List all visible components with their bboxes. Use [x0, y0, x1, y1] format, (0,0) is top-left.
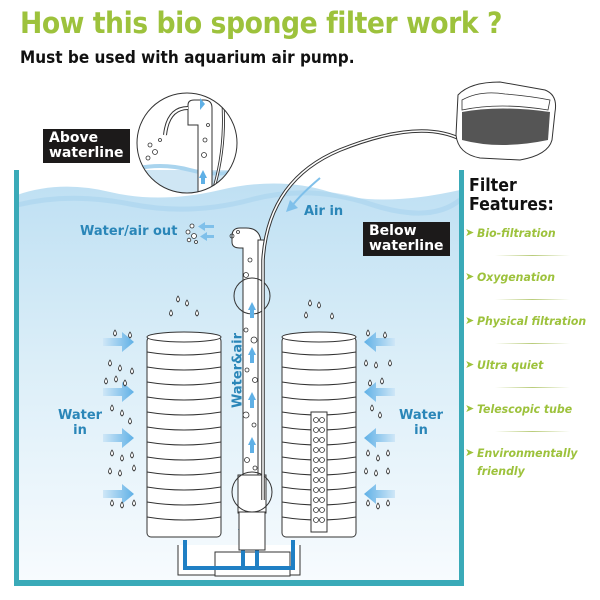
water-and-air-label: Water&air: [230, 332, 246, 409]
feature-item: ➤ Oxygenation: [463, 268, 600, 312]
below-waterline-line1: Below: [369, 223, 417, 239]
feature-divider: [495, 387, 570, 388]
features-title-line1: Filter: [469, 175, 517, 196]
features-title-line2: Features:: [469, 194, 554, 215]
below-waterline-line2: waterline: [369, 238, 444, 254]
air-pump-icon: [455, 81, 556, 161]
features-list: ➤ Bio-filtration ➤ Oxygenation ➤ Physica…: [463, 224, 600, 488]
left-sponge-icon: [146, 331, 222, 538]
right-water-in-line2: in: [414, 423, 428, 438]
bottom-tube: [177, 520, 301, 577]
feature-divider: [495, 299, 570, 300]
feature-divider: [495, 343, 570, 344]
page-title: How this bio sponge filter work ?: [20, 6, 502, 40]
feature-divider: [495, 255, 570, 256]
right-water-in-line1: Water: [398, 408, 444, 423]
feature-item: ➤ Telescopic tube: [463, 400, 600, 444]
feature-item: ➤ Physical filtration: [463, 312, 600, 356]
bullet-arrow-icon: ➤: [465, 359, 475, 371]
feature-item: ➤ Ultra quiet: [463, 356, 600, 400]
right-sponge-icon: [281, 331, 357, 538]
feature-label: Bio-filtration: [477, 226, 556, 240]
feature-label: Physical filtration: [477, 314, 587, 328]
above-waterline-line1: Above: [49, 130, 99, 146]
right-water-in-label: Water in: [396, 408, 446, 438]
tank-wall: [14, 170, 464, 586]
above-waterline-label: Above waterline: [43, 129, 130, 163]
below-waterline-label: Below waterline: [363, 222, 450, 256]
bullet-arrow-icon: ➤: [465, 403, 475, 415]
feature-item: ➤ Environmentally friendly: [463, 444, 600, 488]
bullet-arrow-icon: ➤: [465, 227, 475, 239]
feature-label: Environmentally: [477, 446, 578, 460]
right-water-in-arrows: [364, 332, 395, 504]
water-out-arrows-icon: [198, 222, 214, 241]
left-water-in-line2: in: [73, 423, 87, 438]
above-waterline-line2: waterline: [49, 145, 124, 161]
feature-divider: [495, 431, 570, 432]
left-water-in-label: Water in: [55, 408, 105, 438]
feature-label: Ultra quiet: [477, 358, 544, 372]
water-droplets: [104, 223, 392, 510]
lift-tube: [229, 227, 273, 551]
feature-label: Oxygenation: [477, 270, 556, 284]
features-title: Filter Features:: [469, 176, 554, 214]
left-water-in-arrows: [103, 332, 134, 504]
bullet-arrow-icon: ➤: [465, 447, 475, 459]
feature-label-line2: friendly: [477, 464, 525, 478]
left-water-in-line1: Water: [57, 408, 103, 423]
air-in-label: Air in: [304, 204, 344, 219]
bullet-arrow-icon: ➤: [465, 315, 475, 327]
feature-label: Telescopic tube: [477, 402, 573, 416]
bullet-arrow-icon: ➤: [465, 271, 475, 283]
feature-item: ➤ Bio-filtration: [463, 224, 600, 268]
water-air-out-label: Water/air out: [80, 224, 178, 239]
page-subtitle: Must be used with aquarium air pump.: [20, 48, 355, 68]
